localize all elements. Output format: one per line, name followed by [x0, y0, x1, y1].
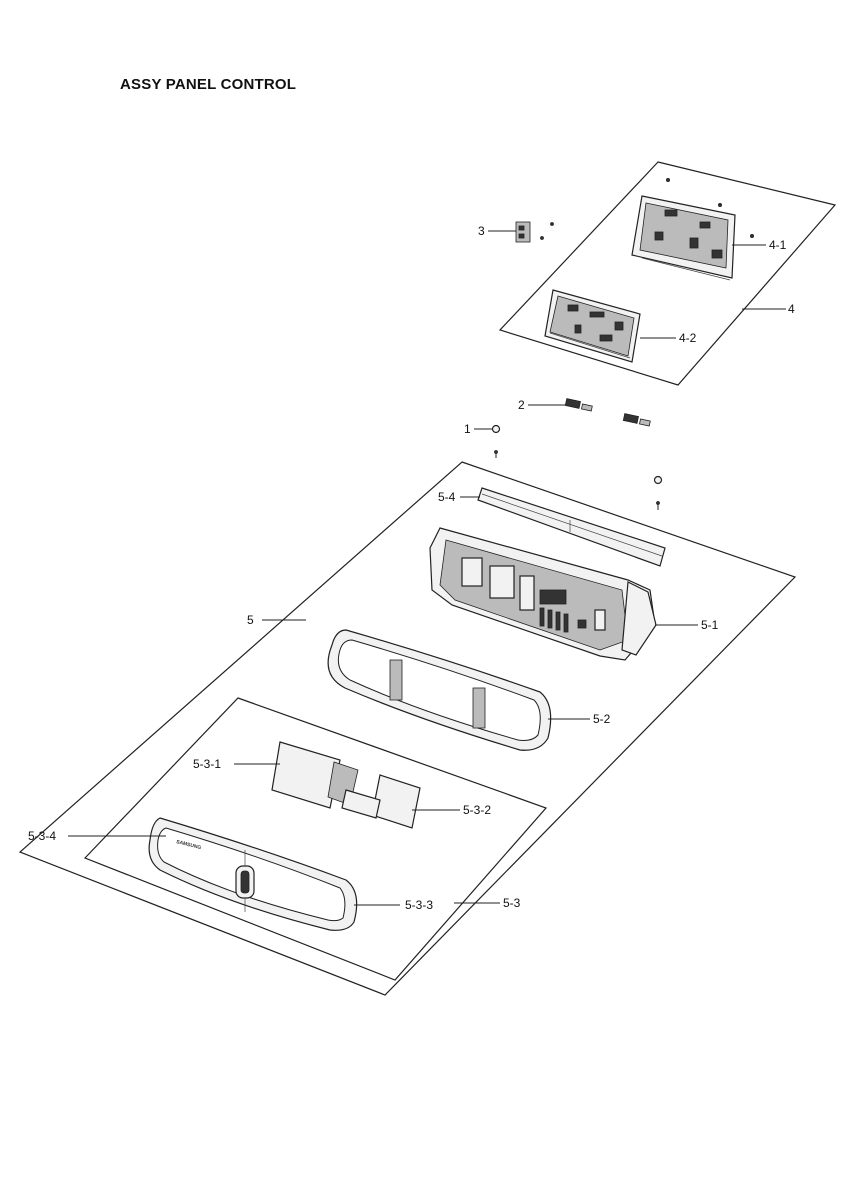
part-1-screws	[491, 424, 663, 510]
callout-5-4: 5-4	[438, 490, 456, 504]
group-4-frame	[498, 161, 837, 386]
group-5-frame	[18, 461, 797, 996]
callout-5: 5	[247, 613, 254, 627]
callout-4-2: 4-2	[679, 331, 697, 345]
part-4-1-main-pcb	[631, 177, 755, 281]
callout-4: 4	[788, 302, 795, 316]
callout-5-3-4: 5-3-4	[28, 829, 56, 843]
part-4-2-sub-pcb	[544, 289, 641, 363]
part-3-bracket	[515, 221, 554, 243]
part-5-1-housing	[429, 527, 657, 661]
callout-5-1: 5-1	[701, 618, 719, 632]
callout-5-3-1: 5-3-1	[193, 757, 221, 771]
diagram-title: ASSY PANEL CONTROL	[120, 76, 297, 93]
callout-5-2: 5-2	[593, 712, 611, 726]
callout-2: 2	[518, 398, 525, 412]
callout-5-3-2: 5-3-2	[463, 803, 491, 817]
part-5-2-window-frame	[327, 629, 552, 751]
leader-lines	[68, 230, 786, 906]
callout-1: 1	[464, 422, 471, 436]
group-5-3-frame	[83, 697, 548, 981]
part-5-4-trim	[477, 487, 666, 567]
callout-5-3-3: 5-3-3	[405, 898, 433, 912]
callout-5-3: 5-3	[503, 896, 521, 910]
callout-4-1: 4-1	[769, 238, 787, 252]
part-5-3-2-plate	[341, 774, 421, 829]
callout-3: 3	[478, 224, 485, 238]
part-2-clips	[564, 398, 651, 427]
part-5-3-3-front-panel	[148, 817, 358, 931]
